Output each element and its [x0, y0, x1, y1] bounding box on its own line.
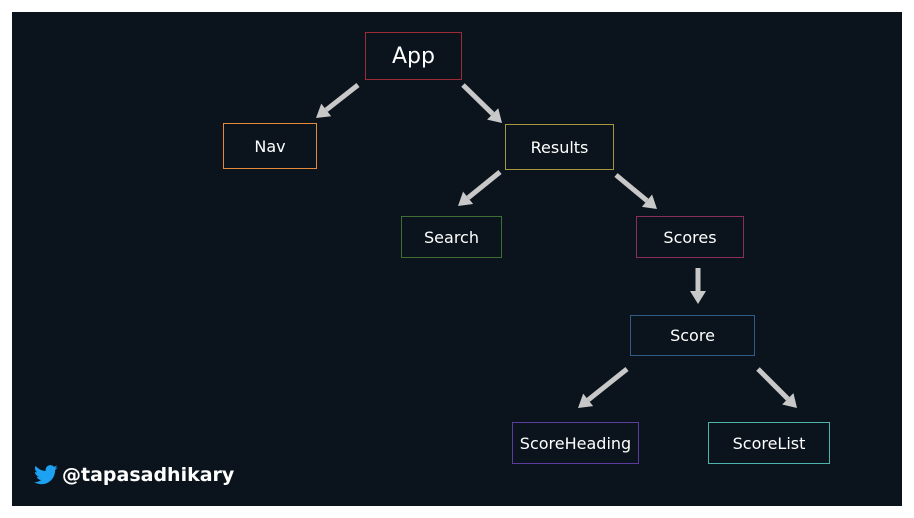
node-scoreheading-label: ScoreHeading	[519, 433, 632, 453]
node-search-label: Search	[424, 227, 479, 247]
edge-app-nav	[316, 83, 360, 118]
node-scoreheading: ScoreHeading	[512, 422, 639, 464]
arrowhead	[316, 103, 332, 118]
node-scores: Scores	[636, 216, 744, 258]
node-nav-label: Nav	[254, 136, 286, 156]
node-score: Score	[630, 315, 755, 356]
edge-results-scores	[614, 173, 657, 209]
node-app: App	[365, 32, 462, 80]
edge-line	[461, 83, 495, 116]
edge-line	[614, 173, 649, 203]
edge-scores-score	[690, 268, 706, 304]
node-app-label: App	[392, 43, 435, 69]
node-nav: Nav	[223, 123, 317, 169]
edge-score-scorelist	[756, 367, 797, 408]
edge-app-results	[461, 83, 502, 123]
arrowhead	[690, 291, 706, 304]
edge-line	[324, 83, 360, 112]
node-score-label: Score	[670, 326, 715, 345]
arrowhead	[458, 191, 474, 206]
node-results: Results	[505, 124, 614, 170]
edge-results-search	[458, 170, 502, 206]
edges-layer	[316, 83, 797, 408]
arrowhead	[782, 393, 797, 408]
arrowhead	[641, 194, 657, 209]
arrowhead	[578, 393, 594, 408]
node-results-label: Results	[530, 137, 589, 157]
node-search: Search	[401, 216, 502, 258]
node-scorelist-label: ScoreList	[732, 433, 806, 453]
twitter-bird-icon	[34, 465, 58, 485]
edge-line	[466, 170, 502, 200]
edge-line	[586, 367, 629, 402]
twitter-handle: @tapasadhikary	[34, 464, 234, 486]
edge-line	[756, 367, 790, 401]
twitter-handle-text: @tapasadhikary	[62, 464, 235, 486]
diagram-slide: App Nav Results Search Scores Score Scor…	[12, 12, 902, 506]
edge-score-scoreheading	[578, 367, 629, 408]
arrowhead	[487, 108, 502, 123]
node-scorelist: ScoreList	[708, 422, 830, 464]
node-scores-label: Scores	[663, 227, 717, 247]
